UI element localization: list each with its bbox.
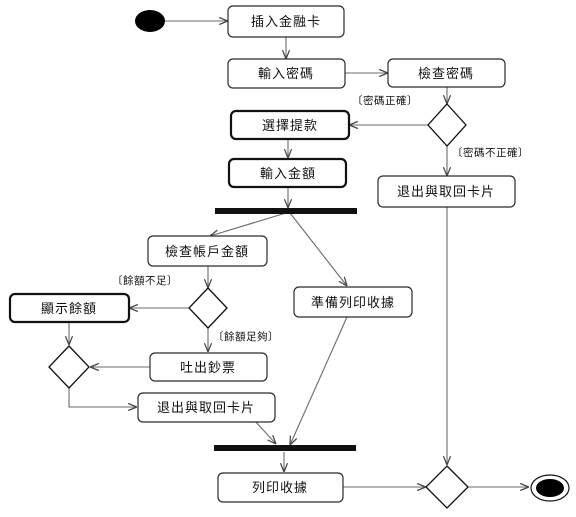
activity-prepare-receipt: 準備列印收據 [293,286,413,318]
edge-fork-to-check-balance [210,212,287,236]
activity-check-balance-label: 檢查帳戶金額 [165,244,249,260]
final-node [530,474,570,502]
join-bar [214,445,356,451]
activity-check-balance: 檢查帳戶金額 [147,235,268,267]
fork-bar [215,208,357,214]
guard-balance-sufficient: 〔餘額足夠〕 [213,330,279,343]
activity-enter-amount: 輸入金額 [227,157,348,189]
activity-eject-card-left: 退出與取回卡片 [137,392,276,423]
activity-dispense-cash: 吐出鈔票 [149,352,268,382]
final-merge [425,465,469,509]
pin-decision [427,103,467,147]
edge-merge-to-eject-left [68,388,137,407]
activity-dispense-cash-label: 吐出鈔票 [180,361,236,376]
activity-print-receipt-label: 列印收據 [252,481,308,496]
activity-check-pin: 檢查密碼 [387,58,506,88]
activity-enter-amount-label: 輸入金額 [260,166,316,182]
activity-insert-card-label: 插入金融卡 [251,14,321,30]
activity-eject-card-right-label: 退出與取回卡片 [397,185,495,200]
activity-eject-card-right: 退出與取回卡片 [377,175,516,208]
activity-select-withdraw-label: 選擇提款 [262,118,318,134]
cash-merge [48,345,90,389]
activity-select-withdraw: 選擇提款 [229,109,351,141]
edges [69,21,529,487]
activity-insert-card: 插入金融卡 [227,5,345,38]
activity-show-balance: 顯示餘額 [8,292,131,324]
edge-eject-left-to-join [254,420,276,444]
edge-prepare-to-join [290,316,348,445]
initial-node [135,10,165,32]
activity-enter-pin: 輸入密碼 [227,58,346,89]
activity-show-balance-label: 顯示餘額 [41,301,97,317]
activity-check-pin-label: 檢查密碼 [418,66,474,82]
activity-print-receipt: 列印收據 [217,472,344,503]
edge-fork-to-prepare-receipt [289,212,347,286]
guard-pin-incorrect: 〔密碼不正確〕 [452,146,529,159]
activity-enter-pin-label: 輸入密碼 [258,66,314,82]
balance-decision [188,287,228,329]
activity-eject-card-left-label: 退出與取回卡片 [157,401,255,416]
activity-prepare-receipt-label: 準備列印收據 [311,295,395,311]
guard-balance-insufficient: 〔餘額不足〕 [112,274,178,287]
guard-pin-correct: 〔密碼正確〕 [352,94,418,107]
